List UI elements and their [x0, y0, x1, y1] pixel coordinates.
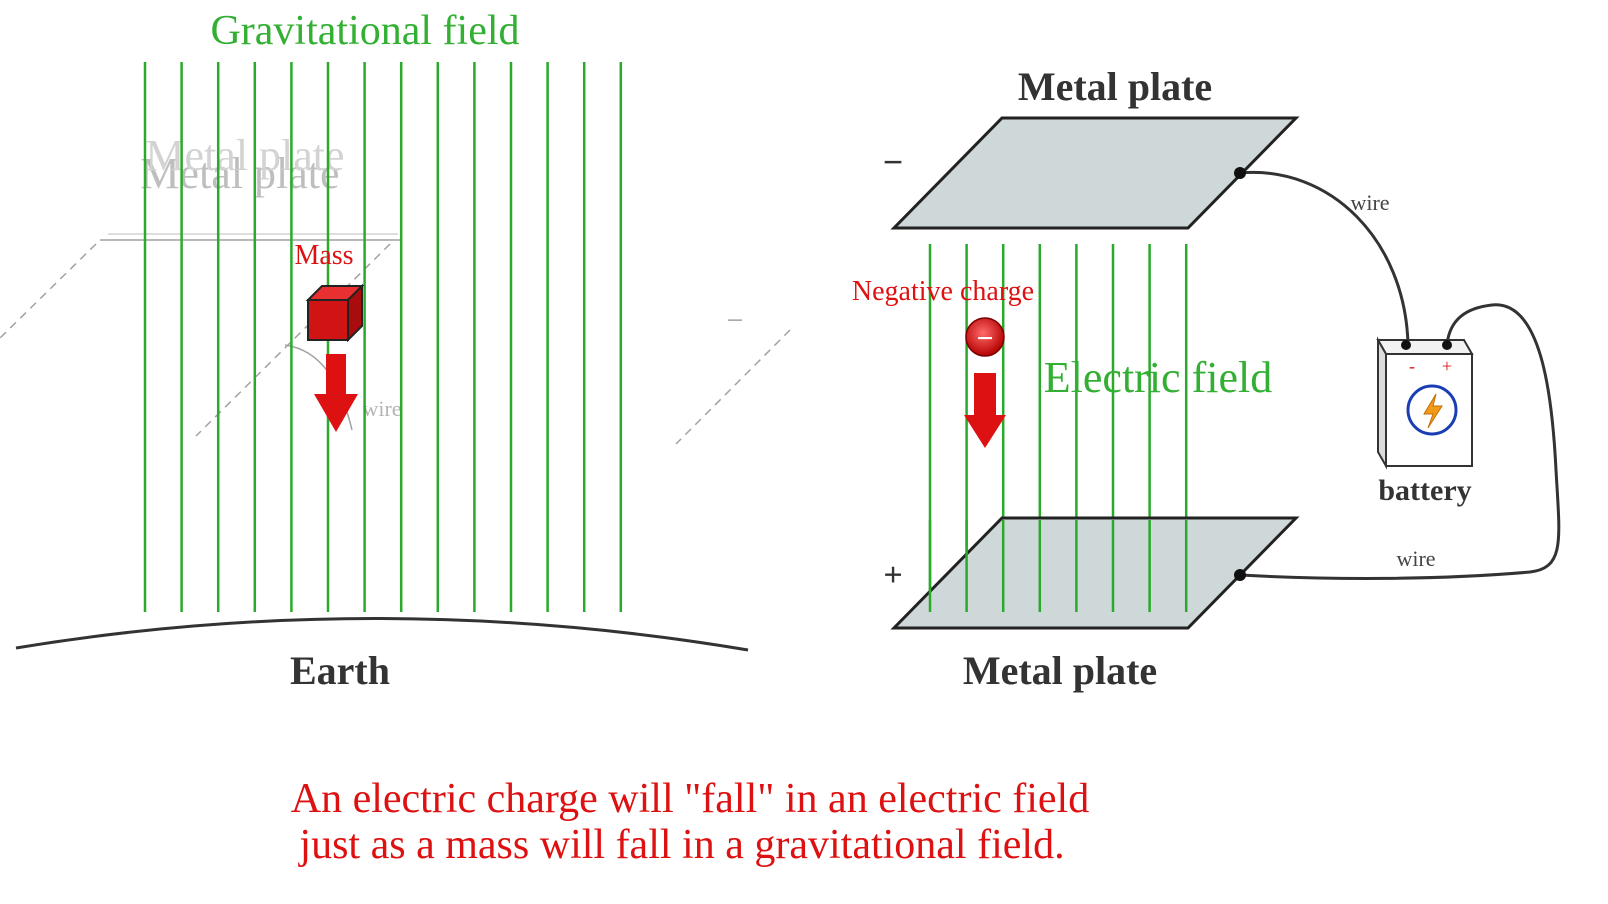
- battery-minus-label: -: [1409, 356, 1415, 376]
- gravity-panel: Metal plate Metal plate − wire Gravitati…: [0, 8, 791, 693]
- lightning-icon: [1423, 393, 1443, 429]
- ghost-plate-label-echo: Metal plate: [145, 131, 344, 180]
- top-plate-label: Metal plate: [1018, 64, 1212, 109]
- electric-field-lines-overlay: [928, 520, 1188, 612]
- ghost-artifacts: Metal plate Metal plate − wire: [0, 131, 791, 445]
- top-wire: [1239, 170, 1410, 345]
- gravitational-field-lines: [143, 62, 623, 612]
- battery-label: battery: [1378, 474, 1471, 507]
- top-plate-terminal: [1234, 167, 1246, 179]
- ghost-wire-label: wire: [362, 396, 401, 421]
- battery: - +: [1376, 336, 1474, 470]
- bottom-plate-plus-sign: +: [883, 557, 902, 594]
- ghost-plate-label: Metal plate: [140, 149, 339, 198]
- negative-charge-symbol: −: [976, 322, 993, 355]
- electric-field-label: Electric field: [1044, 353, 1272, 402]
- bottom-wire-label: wire: [1396, 546, 1435, 571]
- electric-panel: Metal plate − Metal plate + Negative cha…: [852, 64, 1561, 693]
- negative-charge: −: [965, 317, 1005, 357]
- battery-negative-terminal: [1401, 340, 1411, 350]
- bottom-plate-label: Metal plate: [963, 648, 1157, 693]
- ghost-minus: −: [727, 304, 744, 337]
- negative-charge-label: Negative charge: [852, 276, 1034, 307]
- mass-label: Mass: [294, 240, 353, 271]
- earth-label: Earth: [290, 648, 390, 693]
- charge-fall-arrow: [964, 373, 1006, 448]
- ghost-plate-dash-mid: [195, 243, 391, 437]
- caption: An electric charge will "fall" in an ele…: [291, 776, 1089, 868]
- mass-cube: [305, 283, 365, 343]
- caption-line-2: just as a mass will fall in a gravitatio…: [297, 822, 1064, 868]
- bottom-plate-terminal: [1234, 569, 1246, 581]
- top-plate-minus-sign: −: [883, 142, 904, 182]
- battery-plus-label: +: [1442, 356, 1452, 376]
- battery-positive-terminal: [1442, 340, 1452, 350]
- ghost-plate-dash-left: [0, 243, 97, 339]
- top-metal-plate: [890, 116, 1300, 230]
- caption-line-1: An electric charge will "fall" in an ele…: [291, 776, 1089, 822]
- ghost-plate-dash-right: [675, 329, 791, 445]
- top-wire-label: wire: [1350, 190, 1389, 215]
- mass-fall-arrow: [314, 354, 358, 432]
- bottom-wire: [1239, 303, 1561, 580]
- earth-surface: [15, 617, 749, 652]
- gravitational-field-label: Gravitational field: [210, 8, 519, 54]
